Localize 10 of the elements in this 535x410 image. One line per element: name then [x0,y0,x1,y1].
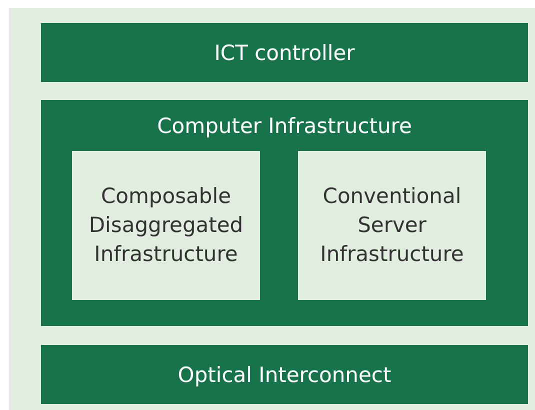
box-label: Composable Disaggregated Infrastructure [88,183,244,268]
component-box [72,151,260,300]
layer-box [41,23,528,82]
box-label: ICT controller [214,40,355,64]
group-title: Computer Infrastructure [157,114,412,138]
box-label: Optical Interconnect [178,362,392,386]
box-label: Conventional Server Infrastructure [319,183,465,268]
layer-box [41,345,528,404]
group-box [41,100,528,326]
component-box [298,151,486,300]
